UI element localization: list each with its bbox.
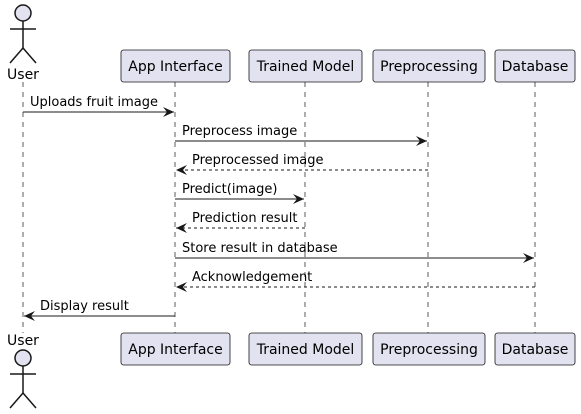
message-label: Store result in database — [182, 241, 338, 256]
actor-right-leg — [22, 392, 37, 409]
message-7: Acknowledgement — [176, 270, 535, 292]
participant-app-bottom: App Interface — [120, 332, 231, 366]
participant-db-bottom: Database — [494, 332, 576, 366]
actor-user-bottom: User — [7, 333, 39, 409]
participant-box — [248, 332, 363, 366]
participant-box — [494, 332, 576, 366]
participant-label: App Interface — [128, 59, 222, 75]
participant-box — [120, 332, 231, 366]
actor-right-leg — [22, 47, 37, 64]
participant-label: Trained Model — [256, 59, 355, 75]
message-8: Display result — [24, 299, 175, 321]
participant-label: Database — [502, 59, 569, 75]
participant-label: Preprocessing — [380, 342, 478, 358]
message-label: Predict(image) — [182, 182, 277, 197]
message-label: Uploads fruit image — [30, 95, 158, 110]
message-1: Uploads fruit image — [23, 95, 174, 117]
message-label: Preprocess image — [182, 124, 297, 139]
message-3: Preprocessed image — [176, 153, 428, 175]
actor-label-bottom: User — [7, 333, 39, 349]
participant-prep-top: Preprocessing — [372, 49, 486, 83]
message-5: Prediction result — [176, 211, 305, 233]
message-2: Preprocess image — [175, 124, 427, 146]
actor-head — [14, 4, 32, 22]
message-label: Preprocessed image — [192, 153, 324, 168]
actor-left-leg — [9, 392, 24, 409]
participant-prep-bottom: Preprocessing — [372, 332, 486, 366]
message-4: Predict(image) — [175, 182, 304, 204]
participant-app-top: App Interface — [120, 49, 231, 83]
message-6: Store result in database — [175, 241, 534, 263]
participant-box — [372, 332, 486, 366]
participant-model-top: Trained Model — [248, 49, 363, 83]
actor-head — [14, 349, 32, 367]
participant-box — [372, 49, 486, 83]
message-label: Display result — [40, 299, 129, 314]
participant-model-bottom: Trained Model — [248, 332, 363, 366]
actor-left-leg — [9, 47, 24, 64]
participant-box — [120, 49, 231, 83]
message-label: Prediction result — [192, 211, 298, 226]
actor-user-top: User — [7, 4, 39, 83]
participant-box — [248, 49, 363, 83]
participant-label: App Interface — [128, 342, 222, 358]
participant-box — [494, 49, 576, 83]
participant-label: Database — [502, 342, 569, 358]
participant-db-top: Database — [494, 49, 576, 83]
message-label: Acknowledgement — [192, 270, 312, 285]
participant-label: Trained Model — [256, 342, 355, 358]
actor-label-top: User — [7, 67, 39, 83]
participant-label: Preprocessing — [380, 59, 478, 75]
